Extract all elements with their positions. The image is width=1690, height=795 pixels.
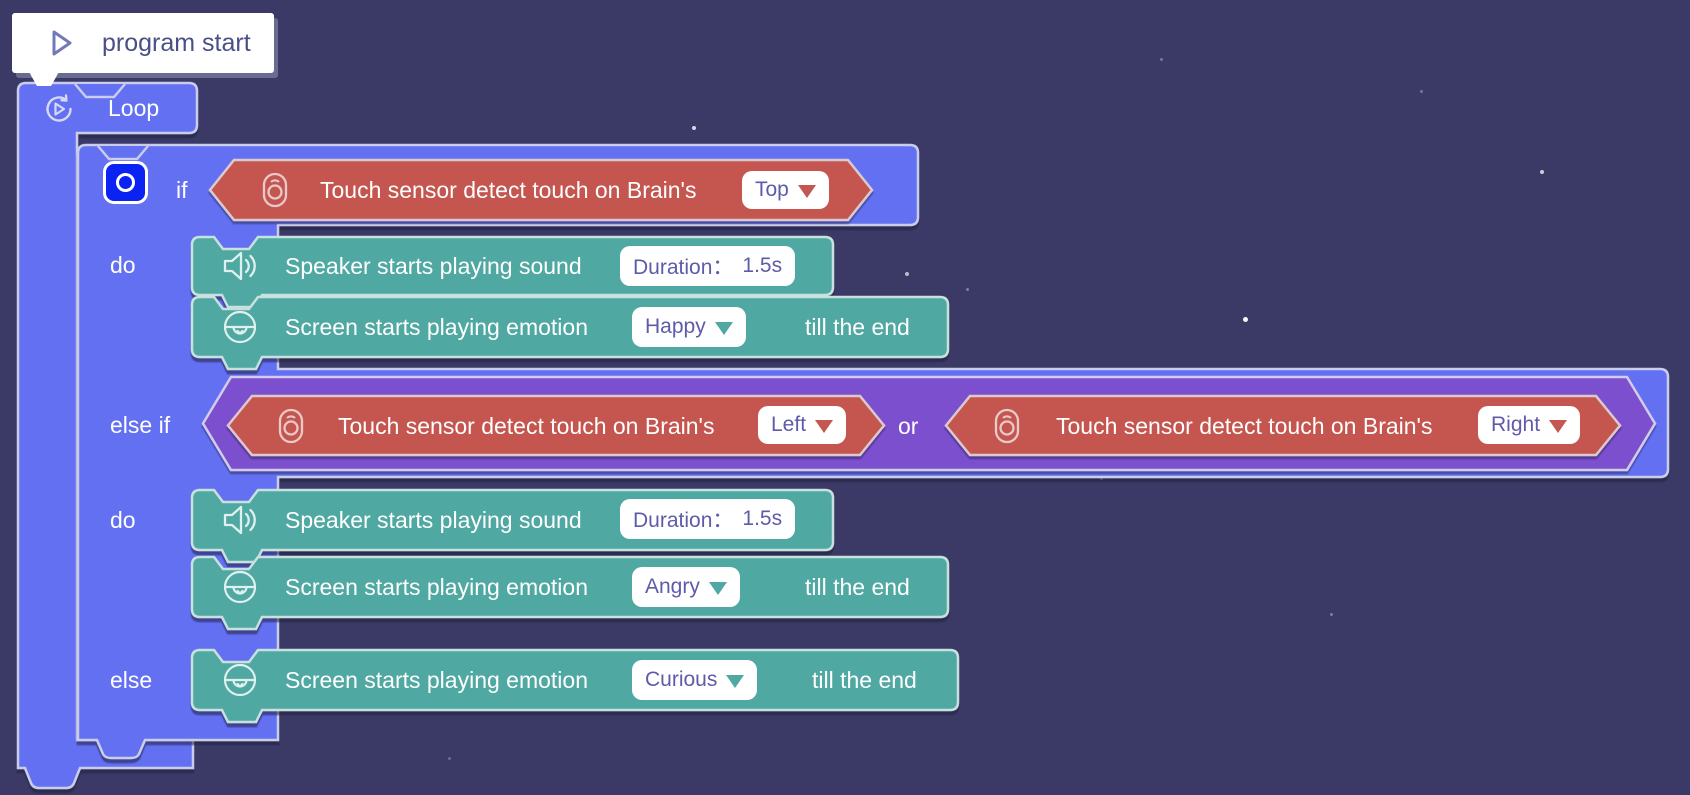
- touch-condition-top-shape[interactable]: [208, 158, 874, 222]
- emotion-happy-block-shape[interactable]: [190, 295, 950, 371]
- touch-condition-left-shape[interactable]: [226, 394, 886, 457]
- emotion-angry-dropdown[interactable]: Angry: [632, 567, 740, 607]
- do2-label: do: [110, 507, 136, 533]
- loop-top-notch: [74, 83, 126, 99]
- if-label: if: [176, 177, 188, 203]
- emotion-curious-value: Curious: [645, 668, 718, 691]
- mutator-settings-icon[interactable]: [103, 161, 148, 204]
- dropdown-arrow-icon: [726, 674, 745, 688]
- emotion-angry-value: Angry: [645, 575, 700, 598]
- emotion-curious-text: Screen starts playing emotion: [285, 667, 588, 693]
- emotion-happy-text: Screen starts playing emotion: [285, 314, 588, 340]
- emotion-happy-suffix: till the end: [805, 314, 910, 340]
- emotion-curious-dropdown[interactable]: Curious: [632, 660, 758, 700]
- touch-left-value: Left: [771, 413, 807, 436]
- touch-right-dropdown[interactable]: Right: [1478, 406, 1581, 444]
- else-label: else: [110, 667, 153, 693]
- touch-right-value: Right: [1491, 413, 1541, 436]
- speaker1-text: Speaker starts playing sound: [285, 253, 582, 279]
- do1-label: do: [110, 252, 136, 278]
- touch-condition-right-shape[interactable]: [944, 394, 1622, 457]
- dropdown-arrow-icon: [708, 581, 727, 595]
- emotion-curious-suffix: till the end: [812, 667, 917, 693]
- program-start-block[interactable]: program start: [12, 13, 274, 73]
- touch-top-dropdown[interactable]: Top: [742, 171, 829, 209]
- touch-condition-top-text: Touch sensor detect touch on Brain's: [320, 177, 697, 203]
- speaker1-duration-field[interactable]: Duration： 1.5s: [620, 246, 796, 286]
- duration-value: 1.5s: [742, 254, 783, 277]
- program-start-label: program start: [102, 28, 251, 57]
- speaker2-duration-field[interactable]: Duration： 1.5s: [620, 499, 796, 539]
- emotion-angry-block-shape[interactable]: [190, 555, 950, 631]
- dropdown-arrow-icon: [797, 184, 816, 198]
- duration-label: Duration：: [633, 256, 734, 279]
- emotion-angry-text: Screen starts playing emotion: [285, 574, 588, 600]
- dropdown-arrow-icon: [815, 419, 834, 433]
- loop-label: Loop: [108, 95, 160, 121]
- duration-value: 1.5s: [742, 507, 783, 530]
- loop-block-shape[interactable]: [16, 81, 199, 790]
- dropdown-arrow-icon: [714, 321, 733, 335]
- emotion-happy-dropdown[interactable]: Happy: [632, 307, 746, 347]
- dropdown-arrow-icon: [1549, 419, 1568, 433]
- or-label: or: [898, 413, 919, 439]
- program-start-connector-tab: [28, 70, 60, 86]
- play-icon: [46, 27, 76, 59]
- if-top-notch: [97, 145, 149, 161]
- touch-top-value: Top: [755, 178, 789, 201]
- emotion-angry-suffix: till the end: [805, 574, 910, 600]
- touch-condition-right-text: Touch sensor detect touch on Brain's: [1056, 413, 1433, 439]
- duration-label: Duration：: [633, 509, 734, 532]
- speaker2-text: Speaker starts playing sound: [285, 507, 582, 533]
- touch-left-dropdown[interactable]: Left: [758, 406, 847, 444]
- else-if-label: else if: [110, 412, 171, 438]
- touch-condition-left-text: Touch sensor detect touch on Brain's: [338, 413, 715, 439]
- emotion-happy-value: Happy: [645, 315, 706, 338]
- emotion-curious-block-shape[interactable]: [190, 648, 960, 724]
